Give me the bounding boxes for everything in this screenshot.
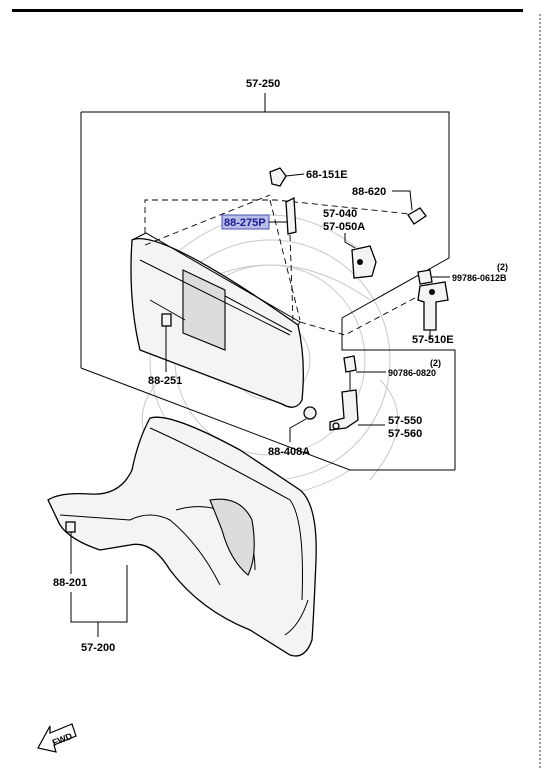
- bracket-57-510e: 57-510E: [412, 281, 454, 346]
- bracket-lines-57-200: 57-200: [70, 565, 128, 654]
- label-57-040: 57-040: [323, 208, 357, 220]
- hinge-57-040: 57-040 57-050A: [323, 208, 377, 279]
- latch-57-550: 57-550 57-560: [329, 389, 422, 440]
- label-57-510e: 57-510E: [412, 334, 454, 346]
- label-88-408a: 88-408A: [268, 446, 310, 458]
- label-90786-0820: 90786-0820: [388, 368, 436, 378]
- label-57-250: 57-250: [246, 78, 280, 90]
- label-88-251: 88-251: [148, 375, 182, 387]
- screw-88-620: 88-620: [352, 186, 427, 225]
- label-99786-0612b: 99786-0612B: [452, 273, 507, 283]
- label-57-200: 57-200: [81, 642, 115, 654]
- fwd-arrow-icon: FWD: [37, 723, 77, 753]
- label-68-151e: 68-151E: [306, 169, 348, 181]
- clip-88-201: 88-201: [53, 521, 87, 589]
- label-88-275p[interactable]: 88-275P: [224, 217, 266, 229]
- trunk-trim-panel-57-200: [47, 416, 317, 657]
- label-88-620: 88-620: [352, 186, 386, 198]
- label-57-550: 57-550: [388, 415, 422, 427]
- assembly-dashes: [144, 194, 431, 336]
- assembly-frame-57-250: [80, 93, 456, 471]
- clip-88-251: 88-251: [148, 313, 182, 387]
- highlight-88-275p[interactable]: 88-275P: [221, 196, 297, 235]
- bolt-99786-0612b: (2) 99786-0612B: [417, 262, 508, 285]
- clip-68-151e: 68-151E: [269, 167, 348, 187]
- label-57-560: 57-560: [388, 428, 422, 440]
- top-rule: [12, 9, 523, 12]
- label-90786-qty: (2): [430, 358, 441, 368]
- bolt-90786-0820: (2) 90786-0820: [343, 355, 441, 390]
- seat-back-panel: [130, 232, 304, 408]
- grommet-88-408a: 88-408A: [268, 406, 317, 458]
- label-57-050a: 57-050A: [323, 221, 365, 233]
- label-88-201: 88-201: [53, 577, 87, 589]
- label-99786-qty: (2): [497, 262, 508, 272]
